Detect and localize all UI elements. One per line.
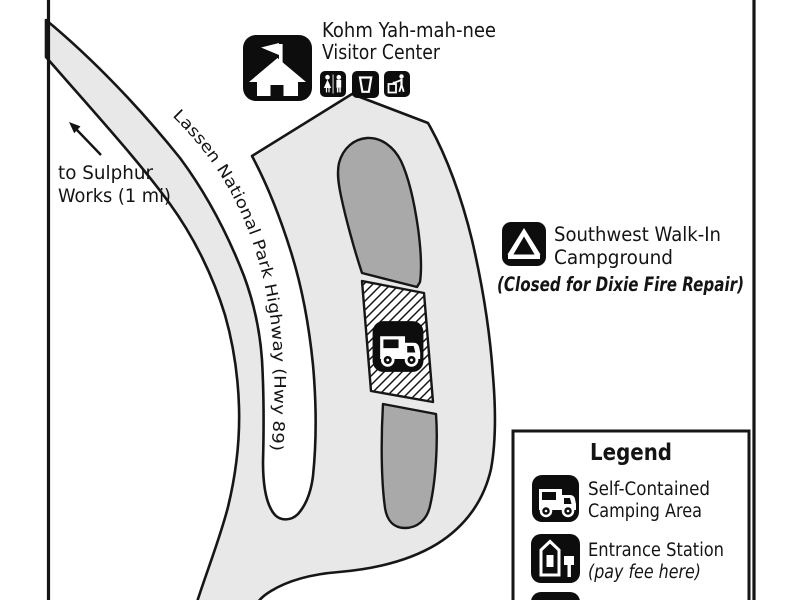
drinking-water-icon bbox=[352, 71, 379, 98]
legend-item2-label-line1: Entrance Station bbox=[588, 540, 724, 561]
sulphur-works-note-line2: Works (1 mi) bbox=[58, 185, 171, 207]
campground-label-line2: Campground bbox=[554, 246, 673, 269]
parking-island-lower bbox=[380, 402, 438, 530]
legend-title: Legend bbox=[590, 440, 672, 466]
sulphur-works-arrow bbox=[69, 122, 102, 156]
parking-island-upper bbox=[336, 136, 423, 289]
legend-item2-label-line2: (pay fee here) bbox=[588, 562, 701, 583]
rv-icon bbox=[531, 474, 580, 523]
legend-item1-label-line1: Self-Contained bbox=[588, 479, 710, 500]
partially-visible-icon bbox=[531, 592, 580, 600]
visitor-center-label-line2: Visitor Center bbox=[322, 40, 441, 64]
campground-label-line1: Southwest Walk-In bbox=[554, 223, 721, 246]
sulphur-works-note-line1: to Sulphur bbox=[58, 162, 153, 184]
visitor-center-label-line1: Kohm Yah-mah-nee bbox=[322, 18, 496, 42]
entrance-station-icon bbox=[531, 534, 580, 583]
visitor-center-icon bbox=[243, 35, 312, 101]
rv-icon bbox=[371, 320, 425, 373]
campground-closure-note: (Closed for Dixie Fire Repair) bbox=[497, 273, 744, 296]
trash-icon bbox=[384, 71, 410, 97]
legend: Legend Self-Contained Camping Area Entra… bbox=[511, 429, 751, 600]
legend-item1-label-line2: Camping Area bbox=[588, 501, 702, 522]
campground-icon bbox=[502, 222, 546, 266]
restroom-icon bbox=[320, 71, 346, 97]
